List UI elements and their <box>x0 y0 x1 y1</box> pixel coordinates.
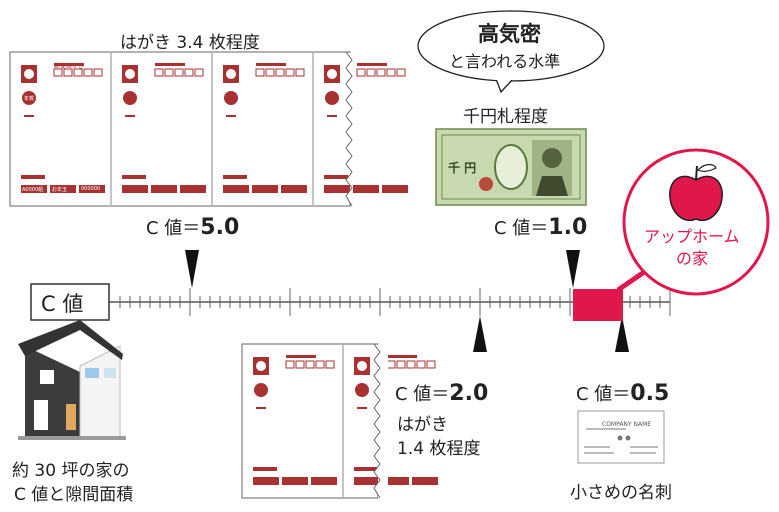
postcard-bottom-2: お年玉 <box>52 187 68 193</box>
postcard-wide-label: はがき 3.4 枚程度 <box>120 33 260 53</box>
cvalue-number: 2.0 <box>449 381 489 406</box>
banknote-label: 千円札程度 <box>463 107 548 127</box>
postcard-narrow-label-2: 1.4 枚程度 <box>397 439 481 459</box>
axis-title-box <box>30 283 110 321</box>
house-label-2: C 値と隙間面積 <box>14 485 134 505</box>
apple-home-label-1: アップホーム <box>644 227 740 246</box>
business-card-cvalue: C 値＝0.5 <box>576 380 669 406</box>
apple-icon <box>669 163 723 221</box>
apple-home-marker <box>573 289 623 321</box>
postcard-narrow-cvalue: C 値＝2.0 <box>395 380 488 406</box>
company-name: COMPANY NAME <box>602 421 651 428</box>
arrow-5-0 <box>185 250 199 288</box>
postcard-postal-text: 郵便はがき <box>54 63 85 70</box>
house-illustration <box>18 320 126 440</box>
postcard-bottom-1: A0000組 <box>22 187 44 193</box>
banknote-cvalue: C 値＝1.0 <box>494 214 587 240</box>
cvalue-number: 5.0 <box>200 215 240 240</box>
postcard-wide-cvalue: C 値＝5.0 <box>146 214 239 240</box>
apple-home-label-2: の家 <box>676 249 709 268</box>
postcard-bottom-3: 000000 <box>81 186 101 192</box>
apple-home-callout <box>622 148 770 296</box>
axis-title: C 値 <box>41 292 84 316</box>
speech-bubble <box>417 10 605 94</box>
business-card-label: 小さめの名刺 <box>570 483 672 503</box>
cvalue-number: 1.0 <box>548 215 588 240</box>
arrow-1-0 <box>566 250 580 288</box>
business-card: COMPANY NAME <box>577 410 665 464</box>
postcard-narrow-label-1: はがき <box>397 415 448 435</box>
cvalue-number: 0.5 <box>630 381 670 406</box>
bubble-title: 高気密 <box>478 22 541 46</box>
cvalue-prefix: C 値＝ <box>494 218 549 239</box>
postcard-stamp-text: 年賀 <box>24 96 35 102</box>
cvalue-prefix: C 値＝ <box>146 218 201 239</box>
arrow-2-0 <box>473 316 487 352</box>
house-label-1: 約 30 坪の家の <box>12 461 130 481</box>
banknote: 千 円 <box>435 128 587 206</box>
postcard-strip-top <box>9 51 415 207</box>
postcard-strip-bottom <box>241 343 445 499</box>
cvalue-prefix: C 値＝ <box>576 384 631 405</box>
banknote-text: 千 円 <box>448 160 476 175</box>
cvalue-prefix: C 値＝ <box>395 384 450 405</box>
arrow-0-5 <box>615 316 629 352</box>
bubble-subtitle: と言われる水準 <box>449 52 561 71</box>
